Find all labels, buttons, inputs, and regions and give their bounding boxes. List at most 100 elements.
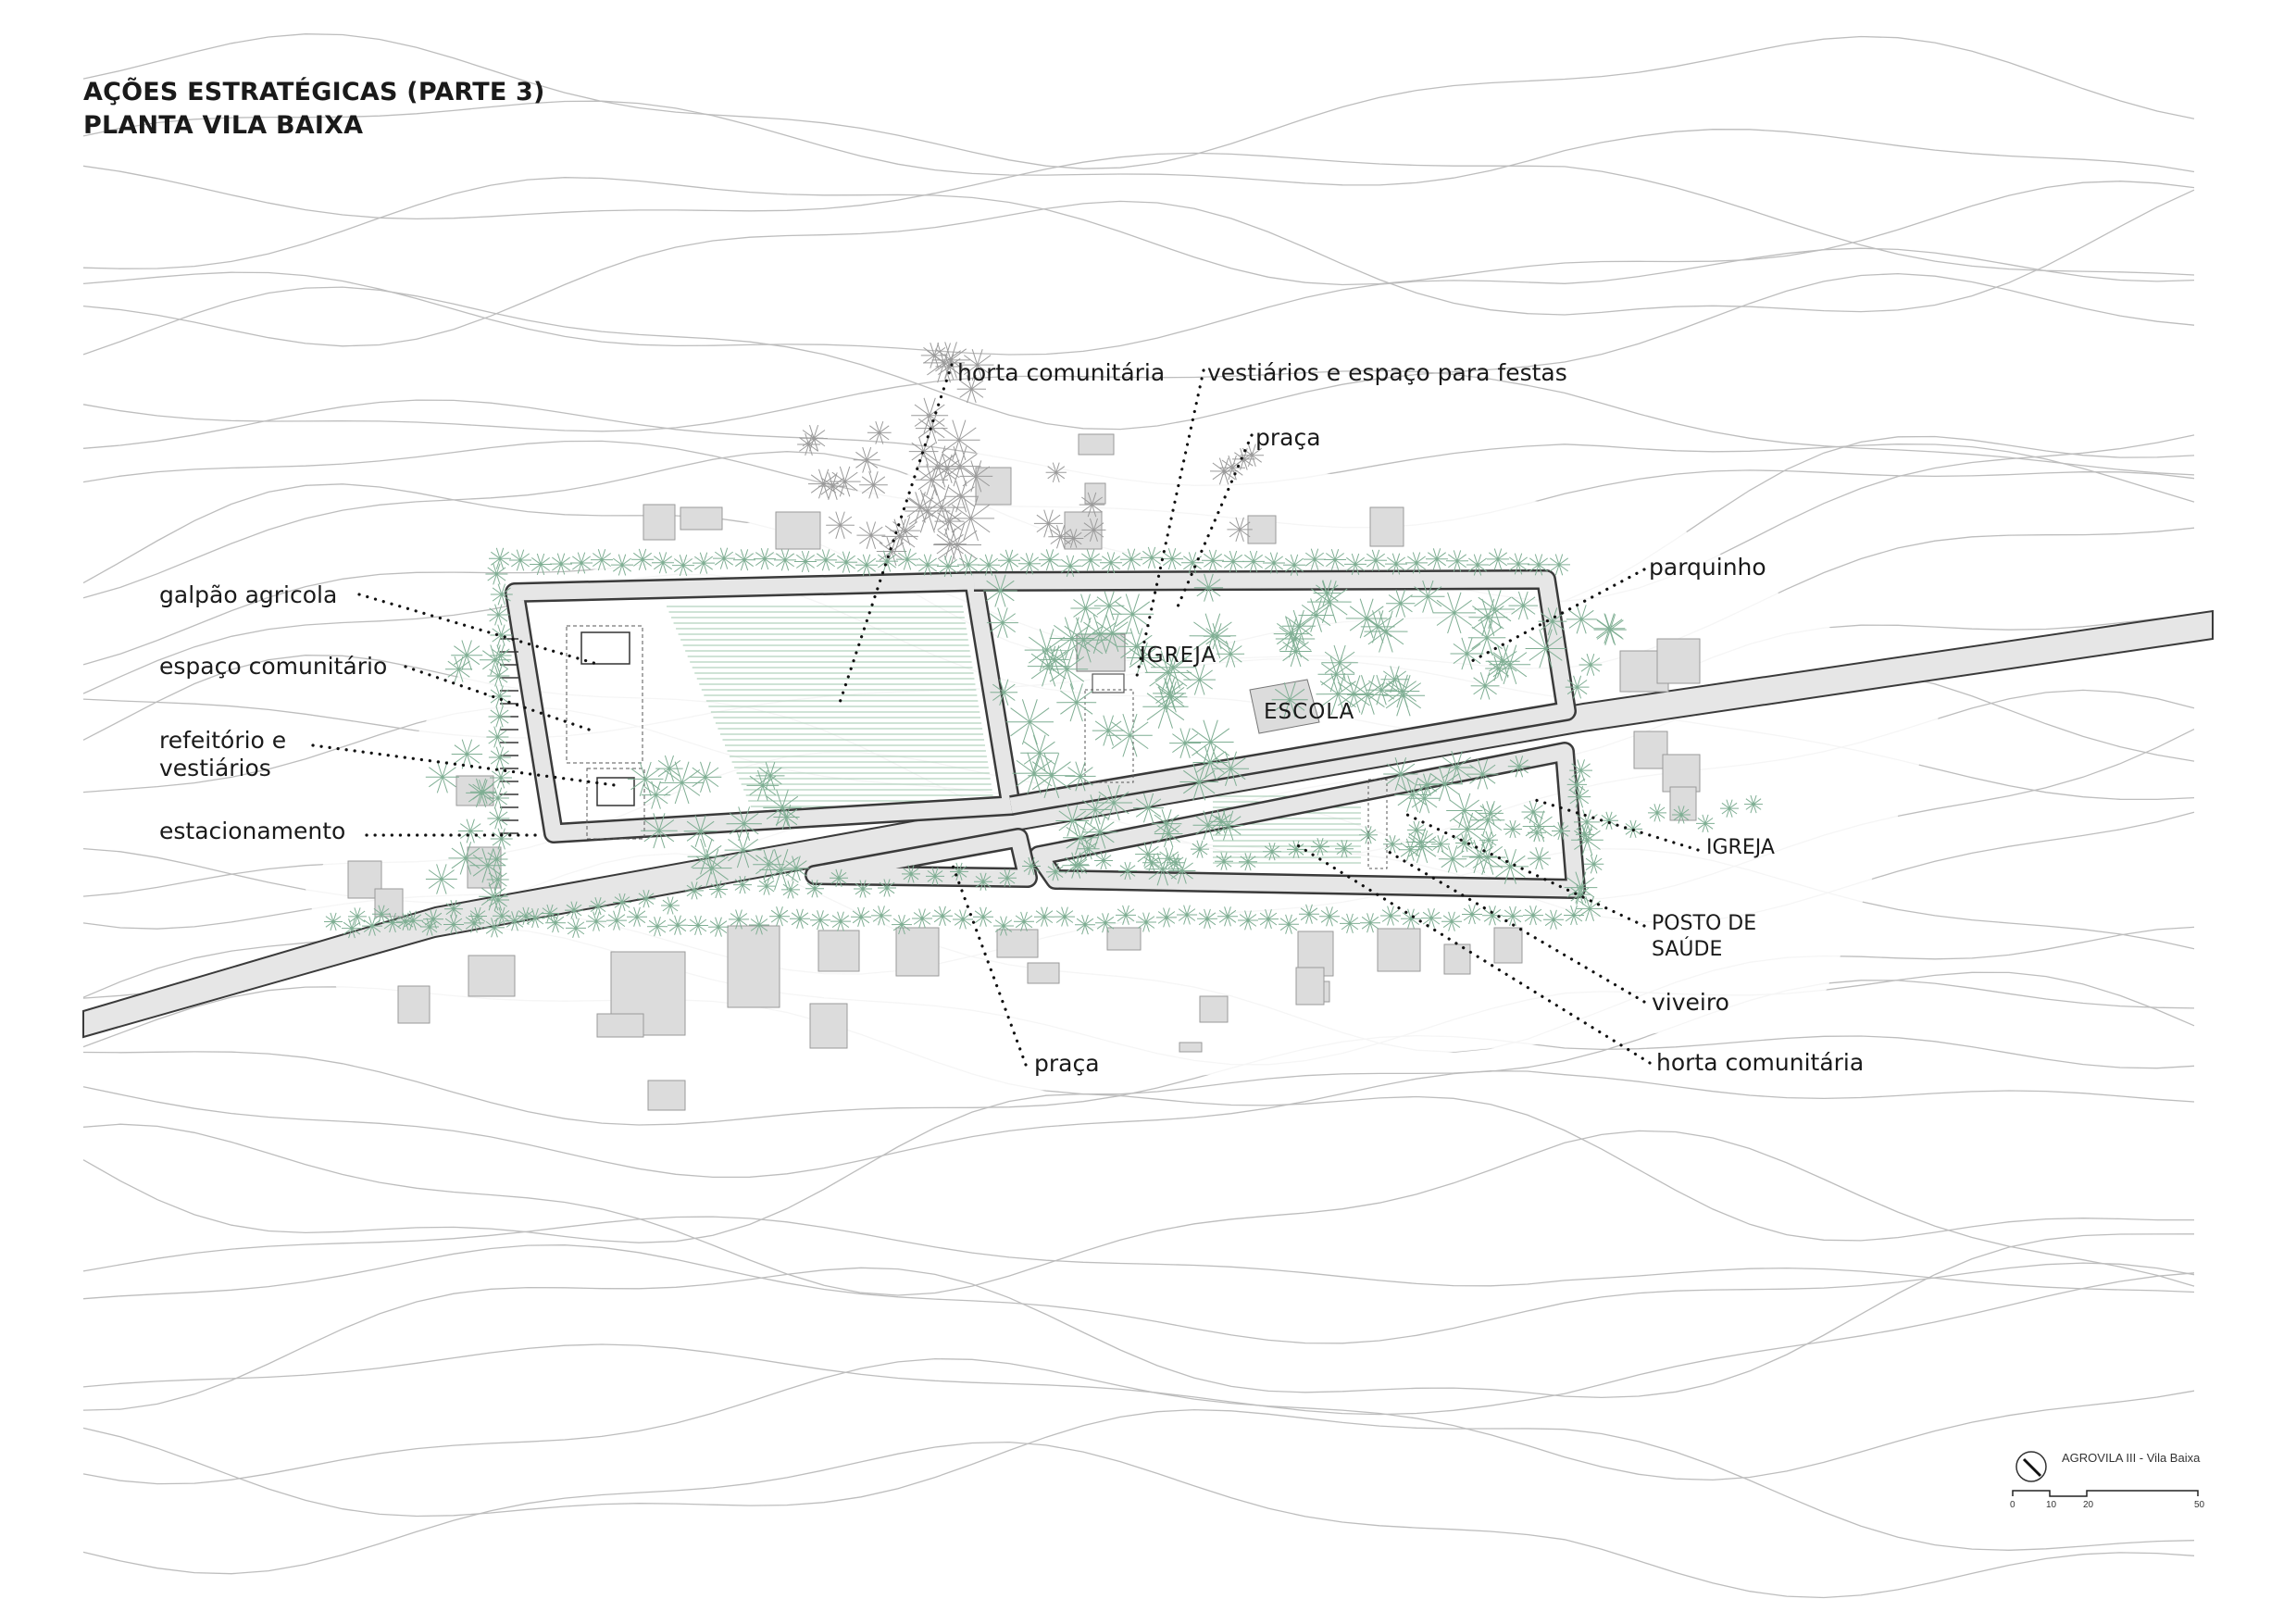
tree-branch: [1181, 870, 1187, 884]
tree-branch: [1207, 825, 1214, 841]
tree-branch: [1178, 914, 1188, 921]
tree-branch: [1217, 636, 1222, 650]
tree-branch: [699, 562, 705, 574]
tree-branch: [444, 918, 455, 925]
tree-branch: [1484, 685, 1491, 700]
tree-branch: [1461, 843, 1466, 853]
scale-tick-10: 10: [2046, 1500, 2057, 1510]
tree-branch: [1437, 843, 1441, 854]
tree-branch: [780, 549, 786, 561]
tree-branch: [1576, 618, 1582, 634]
tree-branch: [869, 431, 880, 441]
house: [647, 1080, 686, 1111]
tree-branch: [601, 549, 606, 560]
tree-icon: [911, 908, 933, 929]
tree-branch: [643, 890, 647, 899]
tree-branch: [755, 558, 766, 567]
tree-branch: [1081, 915, 1086, 925]
tree-branch: [1122, 915, 1127, 925]
tree-branch: [1568, 784, 1578, 792]
tree-branch: [1148, 807, 1154, 823]
tree-branch: [718, 927, 722, 937]
tree-branch: [917, 418, 932, 429]
tree-branch: [1753, 804, 1762, 810]
tree-branch: [1560, 821, 1565, 831]
tree-branch: [1147, 854, 1153, 868]
tree-branch: [872, 471, 879, 485]
tree-icon: [1386, 589, 1416, 618]
tree-branch: [1130, 558, 1136, 570]
tree-branch: [860, 906, 865, 918]
tree-branch: [1284, 616, 1300, 627]
tree-branch: [776, 559, 786, 568]
tree-branch: [989, 622, 1004, 633]
tree-branch: [1244, 554, 1254, 562]
contour-line: [82, 1034, 2195, 1126]
tree-branch: [1045, 549, 1051, 560]
tree-branch: [1577, 829, 1586, 835]
tree-branch: [1004, 868, 1008, 879]
tree-branch: [1573, 905, 1578, 916]
tree-branch: [799, 918, 804, 929]
tree-icon: [1339, 913, 1361, 934]
tree-branch: [453, 924, 463, 931]
tree-branch: [522, 906, 527, 917]
tree-branch: [495, 695, 501, 707]
tree-branch: [801, 550, 806, 562]
tree-branch: [1608, 819, 1617, 827]
tree-branch: [927, 510, 946, 525]
tree-branch: [482, 792, 488, 805]
tree-branch: [1212, 559, 1222, 568]
tree-branch: [381, 913, 390, 920]
tree-branch: [723, 557, 729, 569]
tree-branch: [1285, 914, 1290, 925]
tree-branch: [1004, 878, 1008, 887]
tree-branch: [1432, 548, 1438, 559]
tree-icon: [490, 767, 512, 789]
tree-icon: [732, 549, 756, 571]
tree-icon: [508, 549, 532, 571]
tree-branch: [811, 880, 816, 889]
tree-branch: [742, 884, 746, 894]
tree-branch: [466, 818, 471, 831]
church-annex: [1092, 673, 1125, 693]
tree-branch: [1354, 563, 1365, 571]
tree-branch: [1545, 648, 1563, 661]
tree-branch: [918, 557, 929, 566]
tree-branch: [453, 908, 457, 918]
tree-branch: [1049, 645, 1055, 660]
tree-branch: [332, 916, 342, 922]
tree-branch: [1400, 763, 1416, 775]
tree-branch: [913, 918, 923, 925]
tree-branch: [1218, 653, 1231, 663]
tree-branch: [436, 760, 443, 778]
tree-branch: [840, 920, 850, 929]
tree-branch: [1229, 654, 1236, 668]
tree-branch: [917, 428, 932, 439]
tree-branch: [1247, 853, 1252, 862]
tree-branch: [880, 906, 885, 917]
tree-branch: [1326, 906, 1330, 917]
tree-branch: [1075, 820, 1081, 838]
tree-icon: [1192, 810, 1224, 841]
tree-branch: [903, 868, 912, 875]
tree-branch: [1629, 819, 1634, 830]
tree-branch: [780, 856, 799, 870]
tree-branch: [1444, 767, 1451, 784]
tree-branch: [1377, 616, 1392, 628]
tree-branch: [642, 548, 647, 560]
tree-branch: [1073, 538, 1082, 545]
tree-branch: [686, 820, 701, 832]
tree-branch: [1163, 833, 1169, 848]
tree-branch: [441, 869, 455, 880]
tree-branch: [616, 919, 626, 928]
tree-branch: [1104, 913, 1109, 923]
tree-branch: [492, 634, 502, 643]
tree-branch: [630, 779, 646, 791]
tree-branch: [1090, 794, 1096, 810]
tree-branch: [465, 847, 480, 859]
tree-branch: [921, 918, 931, 925]
tree-branch: [1566, 680, 1578, 688]
tree-icon: [1525, 629, 1566, 668]
tree-branch: [1076, 702, 1083, 722]
